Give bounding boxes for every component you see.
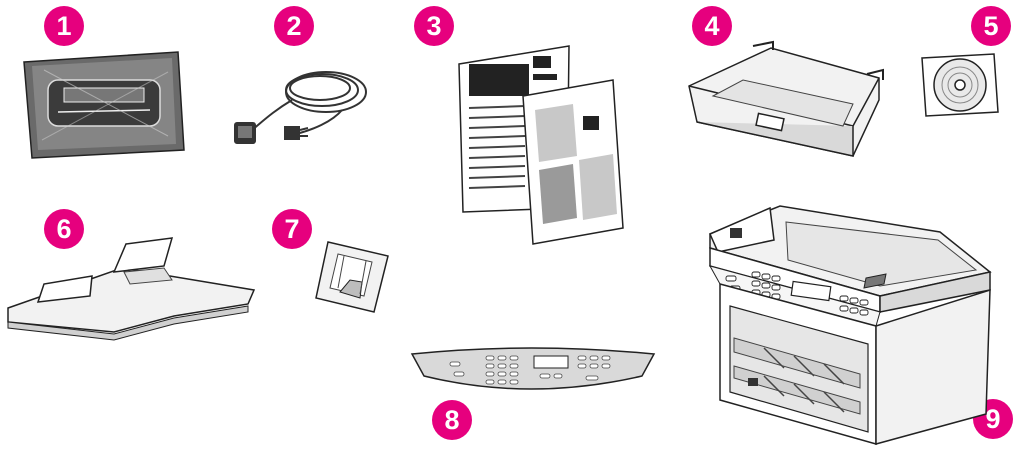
callout-4: 4 [692, 6, 732, 46]
media-tray-icon [683, 40, 891, 164]
printer-icon [700, 188, 992, 450]
toner-cartridge-icon [18, 50, 190, 160]
documentation-icon [455, 44, 635, 249]
cd-rom-icon [918, 50, 1000, 120]
callout-1: 1 [44, 6, 84, 46]
callout-2: 2 [274, 6, 314, 46]
control-panel-overlay-icon [410, 346, 656, 396]
callout-5: 5 [971, 6, 1011, 46]
callout-8: 8 [432, 400, 472, 440]
callout-7: 7 [272, 209, 312, 249]
callout-9: 9 [973, 399, 1013, 439]
adf-input-tray-icon [4, 234, 262, 342]
power-cord-icon [222, 52, 382, 152]
callout-6: 6 [44, 209, 84, 249]
callout-3: 3 [414, 6, 454, 46]
media-support-icon [314, 236, 394, 318]
